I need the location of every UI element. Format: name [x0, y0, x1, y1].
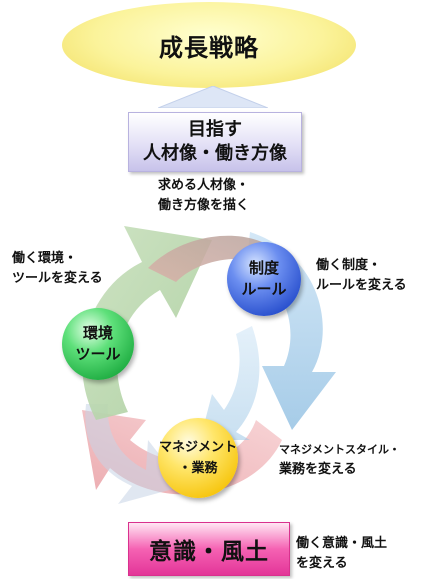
- tools-note-line2: ツールを変える: [12, 271, 103, 286]
- tools-node-line2: ツール: [75, 345, 121, 363]
- goal-note-line2: 働き方像を描く: [158, 198, 250, 213]
- management-node: マネジメント ・業務: [158, 418, 238, 498]
- management-node-line2: ・業務: [178, 461, 218, 476]
- tools-node-line1: 環境: [82, 324, 113, 342]
- goal-note-line1: 求める人材像・: [158, 178, 250, 193]
- up-arrow: [158, 86, 268, 108]
- rules-node: 制度 ルール: [227, 242, 301, 316]
- culture-box: 意識・風土: [128, 522, 290, 576]
- culture-note-line1: 働く意識・風土: [296, 536, 388, 551]
- tools-note: 働く環境・ ツールを変える: [12, 249, 103, 289]
- cycle-arrow-bottom-left: [85, 404, 184, 504]
- rules-note: 働く制度・ ルールを変える: [316, 256, 407, 296]
- culture-label: 意識・風土: [149, 539, 269, 565]
- management-note-line1: マネジメントスタイル・: [279, 443, 400, 456]
- goal-line1: 目指す: [188, 119, 242, 140]
- growth-strategy-label: 成長戦略: [159, 33, 259, 62]
- goal-line2: 人材像・働き方像: [143, 143, 287, 164]
- cycle-arrow-top: [148, 235, 262, 282]
- goal-box: 目指す 人材像・働き方像: [128, 112, 302, 172]
- cycle-arrow-tail: [200, 326, 260, 440]
- rules-note-line1: 働く制度・: [316, 258, 382, 273]
- management-note-line2: 業務を変える: [279, 462, 357, 477]
- tools-note-line1: 働く環境・: [12, 251, 78, 266]
- rules-note-line2: ルールを変える: [316, 278, 407, 293]
- management-node-line1: マネジメント: [158, 440, 237, 455]
- culture-note-line2: を変える: [296, 556, 348, 571]
- management-note: マネジメントスタイル・ 業務を変える: [279, 440, 400, 480]
- rules-node-line1: 制度: [248, 259, 279, 277]
- tools-node: 環境 ツール: [62, 308, 134, 380]
- rules-node-line2: ルール: [241, 280, 287, 298]
- culture-note: 働く意識・風土 を変える: [296, 534, 387, 574]
- growth-strategy-ellipse: 成長戦略: [62, 2, 356, 88]
- goal-note: 求める人材像・ 働き方像を描く: [158, 176, 249, 216]
